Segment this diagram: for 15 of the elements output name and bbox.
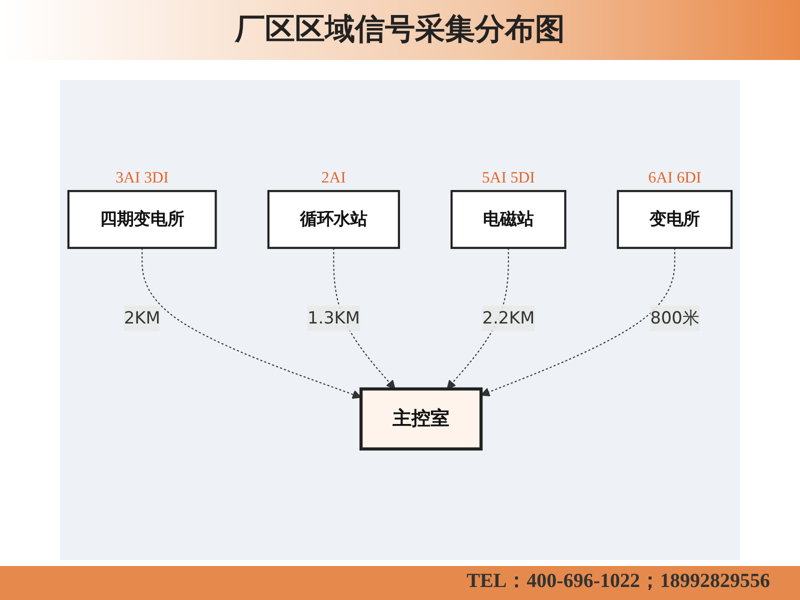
edge-label: 1.3KM (308, 308, 360, 328)
node-box: 四期变电所 (67, 190, 217, 249)
edge-label: 2.2KM (482, 308, 535, 328)
signal-count-label: 5AI 5DI (482, 170, 535, 187)
signal-count-label: 3AI 3DI (116, 170, 169, 187)
signal-count-label: 2AI (321, 170, 346, 187)
edge-label: 2KM (124, 308, 160, 328)
node-box: 变电所 (616, 190, 733, 249)
arrow (480, 248, 676, 396)
signal-count-label: 6AI 6DI (648, 170, 702, 187)
contact-note: TEL：400-696-1022；18992829556 (466, 570, 770, 592)
node-box: 电磁站 (450, 190, 566, 249)
node-box: 主控室 (359, 387, 483, 451)
edge-label: 800米 (650, 308, 700, 328)
arrow (142, 248, 362, 399)
